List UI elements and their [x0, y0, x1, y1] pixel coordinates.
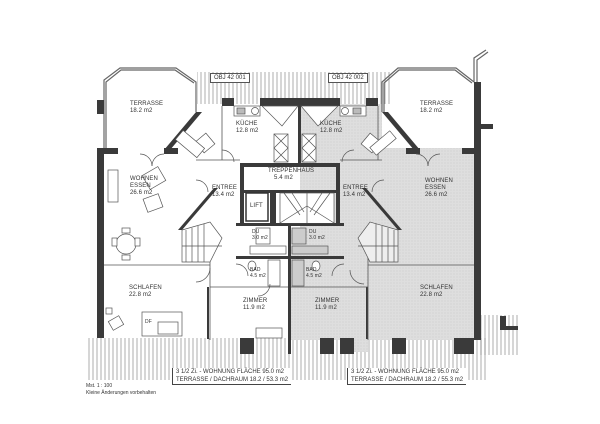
room-name: WOHNEN — [130, 176, 158, 182]
room-name: WOHNEN — [425, 178, 453, 184]
lift-label: LIFT — [250, 203, 263, 209]
stair-right-unit — [357, 221, 399, 263]
room-name: ENTREE — [343, 185, 368, 191]
room-area: 18.2 m2 — [130, 108, 153, 114]
room-name: BAD — [306, 267, 317, 273]
room-area: 3.0 m2 — [309, 235, 325, 241]
room-name: ENTREE — [212, 185, 237, 191]
room-area: 13.4 m2 — [212, 192, 235, 198]
object-id-left: OBJ 42 001 — [210, 73, 250, 83]
room-right-zimmer: ZIMMER 11.9 m2 — [315, 298, 339, 312]
furniture-right — [360, 130, 397, 156]
room-left-entree: ENTREE 13.4 m2 — [212, 185, 237, 199]
room-left-du: DU 3.0 m2 — [252, 229, 268, 241]
room-left-schlafen: SCHLAFEN 22.8 m2 — [129, 285, 162, 299]
room-right-du: DU 3.0 m2 — [309, 229, 325, 241]
left-terrace-outline — [103, 67, 197, 148]
room-left-zimmer: ZIMMER 11.9 m2 — [243, 298, 267, 312]
right-terrace-outline — [381, 49, 489, 112]
room-name: DU — [309, 229, 317, 235]
kitchen-fixtures — [233, 105, 367, 163]
room-right-terrasse: TERRASSE 18.2 m2 — [420, 101, 453, 115]
room-right-schlafen: SCHLAFEN 22.8 m2 — [420, 285, 453, 299]
room-right-kueche: KÜCHE 12.8 m2 — [320, 121, 342, 135]
room-name: DU — [252, 229, 260, 235]
room-right-wohnen: WOHNEN ESSEN 26.6 m2 — [425, 178, 453, 199]
room-area: 5.4 m2 — [274, 175, 293, 181]
room-area: 12.8 m2 — [320, 128, 343, 134]
room-left-terrasse: TERRASSE 18.2 m2 — [130, 101, 163, 115]
summary-line-2: TERRASSE / DACHRAUM 18.2 / 53.3 m2 — [176, 377, 289, 383]
room-area: 26.6 m2 — [425, 192, 448, 198]
room-area: 22.8 m2 — [129, 292, 152, 298]
room-left-bad: BAD 4.5 m2 — [250, 267, 266, 279]
room-area: 11.9 m2 — [243, 305, 265, 311]
summary-right-unit: 3 1/2 Zi. - WOHNUNG FLÄCHE 95.0 m2 TERRA… — [347, 368, 467, 385]
summary-line-1: 3 1/2 Zi. - WOHNUNG FLÄCHE 95.0 m2 — [176, 369, 285, 375]
room-left-kueche: KÜCHE 12.8 m2 — [236, 121, 258, 135]
room-name: TERRASSE — [420, 101, 454, 107]
room-name: TREPPENHAUS — [268, 168, 315, 174]
summary-line-1: 3 1/2 Zi. - WOHNUNG FLÄCHE 95.0 m2 — [351, 369, 460, 375]
stair-treppenhaus — [279, 192, 335, 224]
room-area: 4.5 m2 — [250, 273, 266, 279]
room-name: KÜCHE — [236, 121, 258, 127]
room-area: 22.8 m2 — [420, 292, 443, 298]
summary-left-unit: 3 1/2 Zi. - WOHNUNG FLÄCHE 95.0 m2 TERRA… — [172, 368, 292, 385]
room-name: TERRASSE — [130, 101, 164, 107]
room-right-entree: ENTREE 13.4 m2 — [343, 185, 368, 199]
scale-note: Mst. 1 : 100 — [86, 383, 113, 389]
room-right-bad: BAD 4.5 m2 — [306, 267, 322, 279]
object-id-right: OBJ 42 002 — [328, 73, 368, 83]
room-area: 26.6 m2 — [130, 190, 153, 196]
room-name-2: ESSEN — [130, 183, 151, 189]
room-name: ZIMMER — [315, 298, 340, 304]
disclaimer-note: Kleine Änderungen vorbehalten — [86, 390, 157, 396]
room-name: SCHLAFEN — [129, 285, 162, 291]
room-area: 12.8 m2 — [236, 128, 259, 134]
stair-left-unit — [181, 221, 223, 263]
room-area: 13.4 m2 — [343, 192, 366, 198]
room-area: 3.0 m2 — [252, 235, 268, 241]
walls — [97, 82, 518, 354]
room-left-wohnen: WOHNEN ESSEN 26.6 m2 — [130, 176, 158, 197]
bed-label: DF — [145, 319, 152, 325]
room-area: 11.9 m2 — [315, 305, 337, 311]
room-area: 18.2 m2 — [420, 108, 443, 114]
room-name: SCHLAFEN — [420, 285, 453, 291]
furniture-left — [105, 129, 216, 337]
room-area: 4.5 m2 — [306, 273, 322, 279]
door-swings — [139, 149, 441, 297]
bathroom-fixtures — [247, 227, 329, 287]
desk — [255, 327, 283, 339]
summary-line-2: TERRASSE / DACHRAUM 18.2 / 55.3 m2 — [351, 377, 464, 383]
room-name-2: ESSEN — [425, 185, 446, 191]
room-treppenhaus: TREPPENHAUS 5.4 m2 — [268, 168, 314, 182]
room-name: BAD — [250, 267, 261, 273]
room-name: ZIMMER — [243, 298, 268, 304]
plan-notes: Mst. 1 : 100 Kleine Änderungen vorbehalt… — [86, 383, 156, 397]
lift-shaft — [245, 192, 269, 222]
room-name: KÜCHE — [320, 121, 342, 127]
